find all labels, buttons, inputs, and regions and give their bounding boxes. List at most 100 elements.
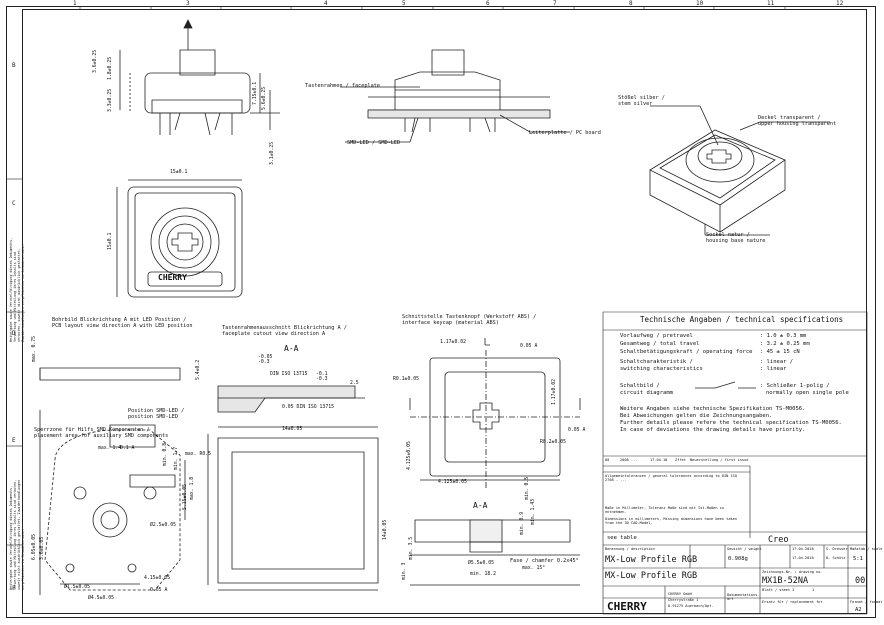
dim-d21: R0.2±0.05 [540, 440, 566, 445]
dim-d11: DIN ISO 13715 [270, 372, 308, 377]
zone-d: D [12, 330, 16, 337]
weight-value: 0.908g [728, 556, 748, 562]
dim-d1: 3.6±0.25 [93, 49, 98, 73]
date-checked: 17.04.2018 [792, 556, 814, 560]
section-aa-lower [410, 520, 580, 585]
dim-d18: 0.05 A [520, 344, 538, 349]
dim-d25: max. 1.4 [98, 446, 122, 451]
dim-d16: 14±0.05 [383, 519, 388, 540]
dim-d13: 0.05 DIN ISO 13715 [282, 405, 334, 410]
dim-d10: -0.05 -0.3 [258, 355, 273, 365]
dim-d32: 4.15±0.05 [144, 576, 170, 581]
circuit-symbol [695, 382, 756, 388]
dim-d5: 5.6±0.25 [262, 86, 267, 110]
dim-d26: 0.1 A [120, 446, 135, 451]
circuit-value-2: normally open single pole [766, 390, 849, 396]
zone-12: 12 [836, 0, 844, 7]
dim-d20: 1.17±0.02 [552, 379, 557, 405]
inner-frame [22, 9, 867, 614]
label-pcb-layout: Bohrbild Blickrichtung A mit LED Positio… [52, 317, 193, 329]
label-faceplate-cutout: Tastenrahmenausschnitt Blickrichtung A /… [222, 325, 347, 337]
index-value: 00 [855, 576, 866, 586]
cad-system: Creo [768, 535, 789, 545]
dim-d43: min. 3.5 [409, 536, 414, 560]
dim-d39: min. 3 [402, 562, 407, 580]
company-street: Cherrystraße 1 [668, 598, 699, 602]
dim-d15: max. R0.5 [185, 452, 211, 457]
zone-7: 7 [553, 0, 557, 7]
spec-row-1-label: Vorlaufweg / pretravel [620, 333, 693, 339]
zone-10: 10 [696, 0, 704, 7]
rev-change-no: 2008 ... [620, 458, 638, 462]
spec-row-4-label: Schaltcharakteristik / [620, 359, 693, 365]
dim-d7: 15±0.1 [170, 170, 188, 175]
cherry-logo: CHERRY [607, 600, 647, 613]
title-block-grid [603, 312, 867, 614]
dim-d45: 2.5 [350, 381, 359, 386]
zone-3: 3 [186, 0, 190, 7]
label-fase: Fase / chamfer 0.2x45° [510, 558, 579, 564]
spec-row-4-value: : linear / [760, 359, 794, 365]
spec-row-5-label: switching characteristics [620, 366, 703, 372]
dimension-note: Dimensions in millimeters, Missing dimen… [605, 517, 737, 526]
dim-d47: min. 0.5 [525, 476, 530, 500]
weight-label: Gewicht / weight [727, 547, 762, 551]
dim-d14: 14±0.05 [282, 427, 303, 432]
note-3: Further details please refere the techni… [620, 420, 842, 426]
dim-d6: 1.8±0.25 [108, 56, 113, 80]
dim-d8: 15±0.1 [108, 232, 113, 250]
drawn-by: S. Dresser [826, 547, 848, 551]
company-name: CHERRY GmbH [668, 592, 692, 596]
rev-index: 00 [605, 458, 610, 462]
zone-e: E [12, 437, 16, 444]
dim-d48: min. 0.8 [163, 442, 168, 466]
dim-d38: min. 1.43 [531, 499, 536, 525]
doc-type: Dokumentations- art [727, 593, 760, 602]
dim-d30: max. 1.8 [190, 476, 195, 500]
sheet-count: 1 [812, 588, 815, 592]
dim-d42: min. 18.2 [470, 572, 496, 577]
dim-d27: min. 1.7 [174, 446, 179, 470]
scale-value: 5:1 [853, 556, 863, 562]
scale-label: Maßstab / scale [850, 547, 883, 551]
dim-d33: 3.6±0.05 [40, 536, 45, 560]
section-label-aa-2: A-A [473, 501, 488, 510]
dim-d12: -0.1 -0.3 [316, 372, 328, 382]
side-view-middle [340, 50, 570, 142]
spec-row-2-label: Gesamtweg / total travel [620, 341, 700, 347]
brand-mark-on-switch: CHERRY [158, 273, 187, 282]
rev-desc: Neuerstellung / first issue [690, 458, 749, 462]
dim-d44: 5.4±0.2 [196, 359, 201, 380]
dim-d4: 7.15±0.1 [253, 81, 258, 105]
circuit-label-1: Schaltbild / [620, 383, 660, 389]
description-2: MX-Low Profile RGB [605, 571, 698, 581]
note-1: Weitere Angaben siehe technische Spezifi… [620, 406, 806, 412]
zone-4: 4 [324, 0, 328, 7]
drawing-no-label: Zeichnungs-Nr. / drawing no. [762, 570, 823, 574]
rev-name: Zffet [675, 458, 686, 462]
dim-d28: 6.05±0.05 [32, 534, 37, 560]
dim-d34: Ø1.5±0.05 [64, 585, 90, 590]
dim-d9: max. 0.75 [32, 336, 37, 362]
format-value: A2 [855, 607, 862, 613]
dim-d40: Ø5.5±0.05 [468, 561, 494, 566]
zone-c: C [12, 200, 16, 207]
label-blocking-area: Sperrzone für Hilfs SMD Komponenten / pl… [34, 427, 169, 439]
zone-5: 5 [402, 0, 406, 7]
dim-d29: 5.15±0.05 [183, 484, 188, 510]
label-interface-keycap: Schnittstelle Tastenknopf (Werkstoff ABS… [402, 314, 537, 326]
label-stem: Stößel silber / stem silver [618, 95, 665, 107]
circuit-label-2: circuit diagramm [620, 390, 673, 396]
isometric-view [650, 106, 830, 235]
note-4: In case of deviations the drawing detail… [620, 427, 806, 433]
label-smd-led: SMD-LED / SMD-LED [347, 140, 401, 146]
side-view-left [120, 20, 280, 135]
label-led-position: Position SMD-LED / position SMD-LED [128, 408, 185, 420]
dim-d2: 3.3±0.25 [108, 88, 113, 112]
spec-row-2-value: : 3.2 ± 0.25 mm [760, 341, 810, 347]
desc-label: Benennung / description [605, 547, 655, 551]
zone-1: 1 [73, 0, 77, 7]
drawing-number: MX1B-52NA [762, 576, 809, 586]
spec-row-3-value: : 45 ± 15 cN [760, 349, 800, 355]
dim-d35: Ø4.5±0.05 [88, 596, 114, 601]
